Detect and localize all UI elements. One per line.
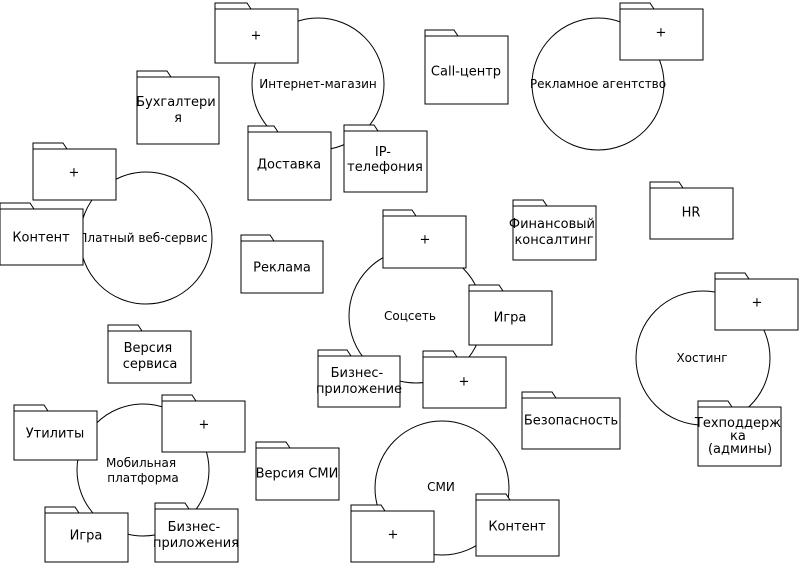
folder-mobile-plus[interactable]: + bbox=[161, 394, 246, 453]
folder-social-business-app[interactable]: Бизнес- приложение bbox=[316, 349, 402, 408]
folder-security[interactable]: Безопасность bbox=[521, 391, 621, 450]
folder-mobile-business-apps[interactable]: Бизнес- приложения bbox=[153, 502, 239, 563]
folder-social-plus[interactable]: + bbox=[382, 209, 467, 269]
accounting-line1: Бухгалтери bbox=[136, 95, 216, 110]
plus-label: + bbox=[69, 166, 80, 181]
folder-internet-shop-plus[interactable]: + bbox=[214, 2, 299, 64]
content-label: Контент bbox=[488, 520, 546, 535]
folder-ad-agency-plus[interactable]: + bbox=[619, 2, 704, 61]
media-version-label: Версия СМИ bbox=[256, 467, 339, 482]
folder-paid-web-content[interactable]: Контент bbox=[0, 202, 84, 266]
plus-label: + bbox=[656, 26, 667, 41]
folder-mobile-utilities[interactable]: Утилиты bbox=[13, 404, 98, 461]
ip-telephony-line2: телефония bbox=[347, 160, 423, 175]
folder-financial-consulting[interactable]: Финансовый консалтинг bbox=[509, 199, 599, 261]
accounting-line2: я bbox=[174, 111, 182, 126]
business-apps-line1: Бизнес- bbox=[168, 520, 221, 535]
folder-hosting-plus[interactable]: + bbox=[714, 272, 799, 331]
social-network-title: Соцсеть bbox=[384, 309, 436, 323]
business-app-line2: приложение bbox=[316, 382, 402, 397]
game-label: Игра bbox=[70, 529, 103, 544]
internet-shop-title: Интернет-магазин bbox=[259, 77, 376, 91]
business-app-label: Бизнес- приложение bbox=[316, 366, 402, 397]
folder-accounting[interactable]: Бухгалтери я bbox=[136, 70, 220, 145]
delivery-label: Доставка bbox=[257, 158, 321, 173]
business-app-line1: Бизнес- bbox=[331, 366, 384, 381]
tech-support-line3: (админы) bbox=[708, 442, 772, 457]
ip-telephony-label: IP- телефония bbox=[347, 145, 423, 175]
folder-media-content[interactable]: Контент bbox=[475, 493, 560, 557]
business-apps-label: Бизнес- приложения bbox=[153, 520, 239, 551]
plus-label: + bbox=[459, 375, 470, 390]
paid-web-service-title: Платный веб-сервис bbox=[78, 231, 207, 245]
ad-agency-title: Рекламное агентство bbox=[530, 77, 666, 91]
tech-support-line1: Техподдерж bbox=[694, 416, 781, 431]
folder-social-plus-2[interactable]: + bbox=[422, 350, 507, 409]
hosting-title: Хостинг bbox=[676, 351, 727, 365]
utilities-label: Утилиты bbox=[26, 427, 85, 442]
folder-media-plus[interactable]: + bbox=[350, 504, 435, 563]
folder-service-version[interactable]: Версия сервиса bbox=[107, 324, 192, 384]
mobile-platform-title: Мобильная платформа bbox=[106, 456, 180, 485]
ip-telephony-line1: IP- bbox=[375, 145, 391, 160]
tech-support-label: Техподдерж ка (админы) bbox=[694, 416, 785, 457]
plus-label: + bbox=[752, 296, 763, 311]
service-version-line1: Версия bbox=[124, 341, 173, 356]
media-title: СМИ bbox=[427, 480, 455, 494]
folder-tech-support[interactable]: Техподдерж ка (админы) bbox=[694, 400, 785, 467]
folder-delivery[interactable]: Доставка bbox=[247, 125, 332, 201]
mobile-platform-line1: Мобильная bbox=[106, 456, 176, 470]
ads-label: Реклама bbox=[253, 261, 311, 276]
plus-label: + bbox=[420, 233, 431, 248]
plus-label: + bbox=[251, 29, 262, 44]
financial-consulting-label: Финансовый консалтинг bbox=[509, 217, 599, 248]
financial-consulting-line2: консалтинг bbox=[514, 233, 593, 248]
folder-ads[interactable]: Реклама bbox=[240, 234, 324, 294]
game-label: Игра bbox=[494, 311, 527, 326]
service-version-line2: сервиса bbox=[123, 357, 178, 372]
financial-consulting-line1: Финансовый bbox=[509, 217, 595, 232]
folder-hr[interactable]: HR bbox=[649, 181, 734, 240]
security-label: Безопасность bbox=[524, 414, 618, 429]
tech-support-line2: ка bbox=[730, 429, 746, 444]
plus-label: + bbox=[388, 528, 399, 543]
folder-paid-web-plus[interactable]: + bbox=[32, 142, 117, 201]
service-version-label: Версия сервиса bbox=[123, 341, 178, 372]
business-apps-line2: приложения bbox=[153, 536, 239, 551]
plus-label: + bbox=[199, 418, 210, 433]
folder-ip-telephony[interactable]: IP- телефония bbox=[343, 124, 428, 193]
accounting-label: Бухгалтери я bbox=[136, 95, 220, 126]
folder-call-center[interactable]: Call-центр bbox=[424, 29, 509, 105]
content-label: Контент bbox=[12, 231, 70, 246]
mobile-platform-line2: платформа bbox=[107, 471, 178, 485]
folder-mobile-game[interactable]: Игра bbox=[44, 506, 129, 563]
hr-label: HR bbox=[682, 206, 701, 221]
folder-social-game[interactable]: Игра bbox=[468, 284, 553, 346]
folder-media-version[interactable]: Версия СМИ bbox=[255, 441, 340, 501]
call-center-label: Call-центр bbox=[431, 65, 501, 80]
